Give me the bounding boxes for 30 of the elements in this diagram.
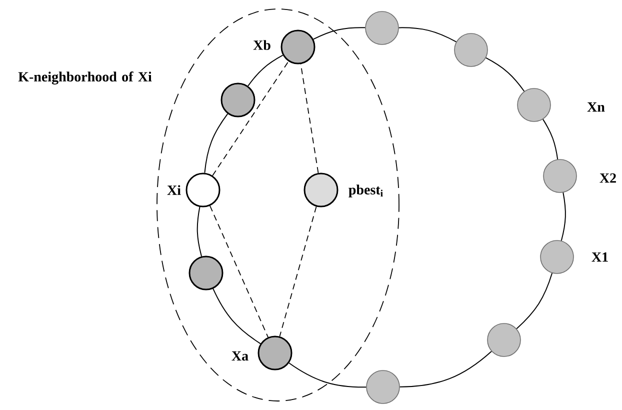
particle-circle xyxy=(188,256,224,290)
ring-arc xyxy=(196,206,202,257)
ring-arc xyxy=(398,27,457,42)
ring-arc xyxy=(212,288,261,344)
particle-circle xyxy=(366,370,400,404)
ring-arc xyxy=(312,27,366,40)
ring-arc xyxy=(560,192,566,242)
particle-label: X1 xyxy=(592,252,608,262)
particle-label: Xa xyxy=(232,351,248,361)
particle-circle xyxy=(487,323,521,357)
particle-circle xyxy=(220,82,256,118)
ring-arc xyxy=(288,362,367,388)
dashed-line xyxy=(210,205,268,338)
particle-label: X2 xyxy=(600,173,616,183)
particle-circle xyxy=(454,33,488,67)
ring-arc xyxy=(204,113,228,174)
particle-label: Xb xyxy=(253,40,270,50)
particle-circle xyxy=(365,11,399,45)
dashed-line xyxy=(300,64,319,174)
ring-arc xyxy=(248,54,284,86)
neighborhood-label: K-neighborhood of Xi xyxy=(18,72,152,84)
ring-arc xyxy=(542,118,558,160)
dashed-line xyxy=(279,206,317,337)
ring-arc xyxy=(516,272,553,330)
ring-arc xyxy=(485,57,525,92)
dashed-line xyxy=(212,60,289,176)
particle-label: Xn xyxy=(587,102,605,112)
particle-label: pbest$_{i}$ xyxy=(348,184,383,198)
ring-arc xyxy=(399,350,492,388)
particle-label: Xi xyxy=(167,185,181,195)
